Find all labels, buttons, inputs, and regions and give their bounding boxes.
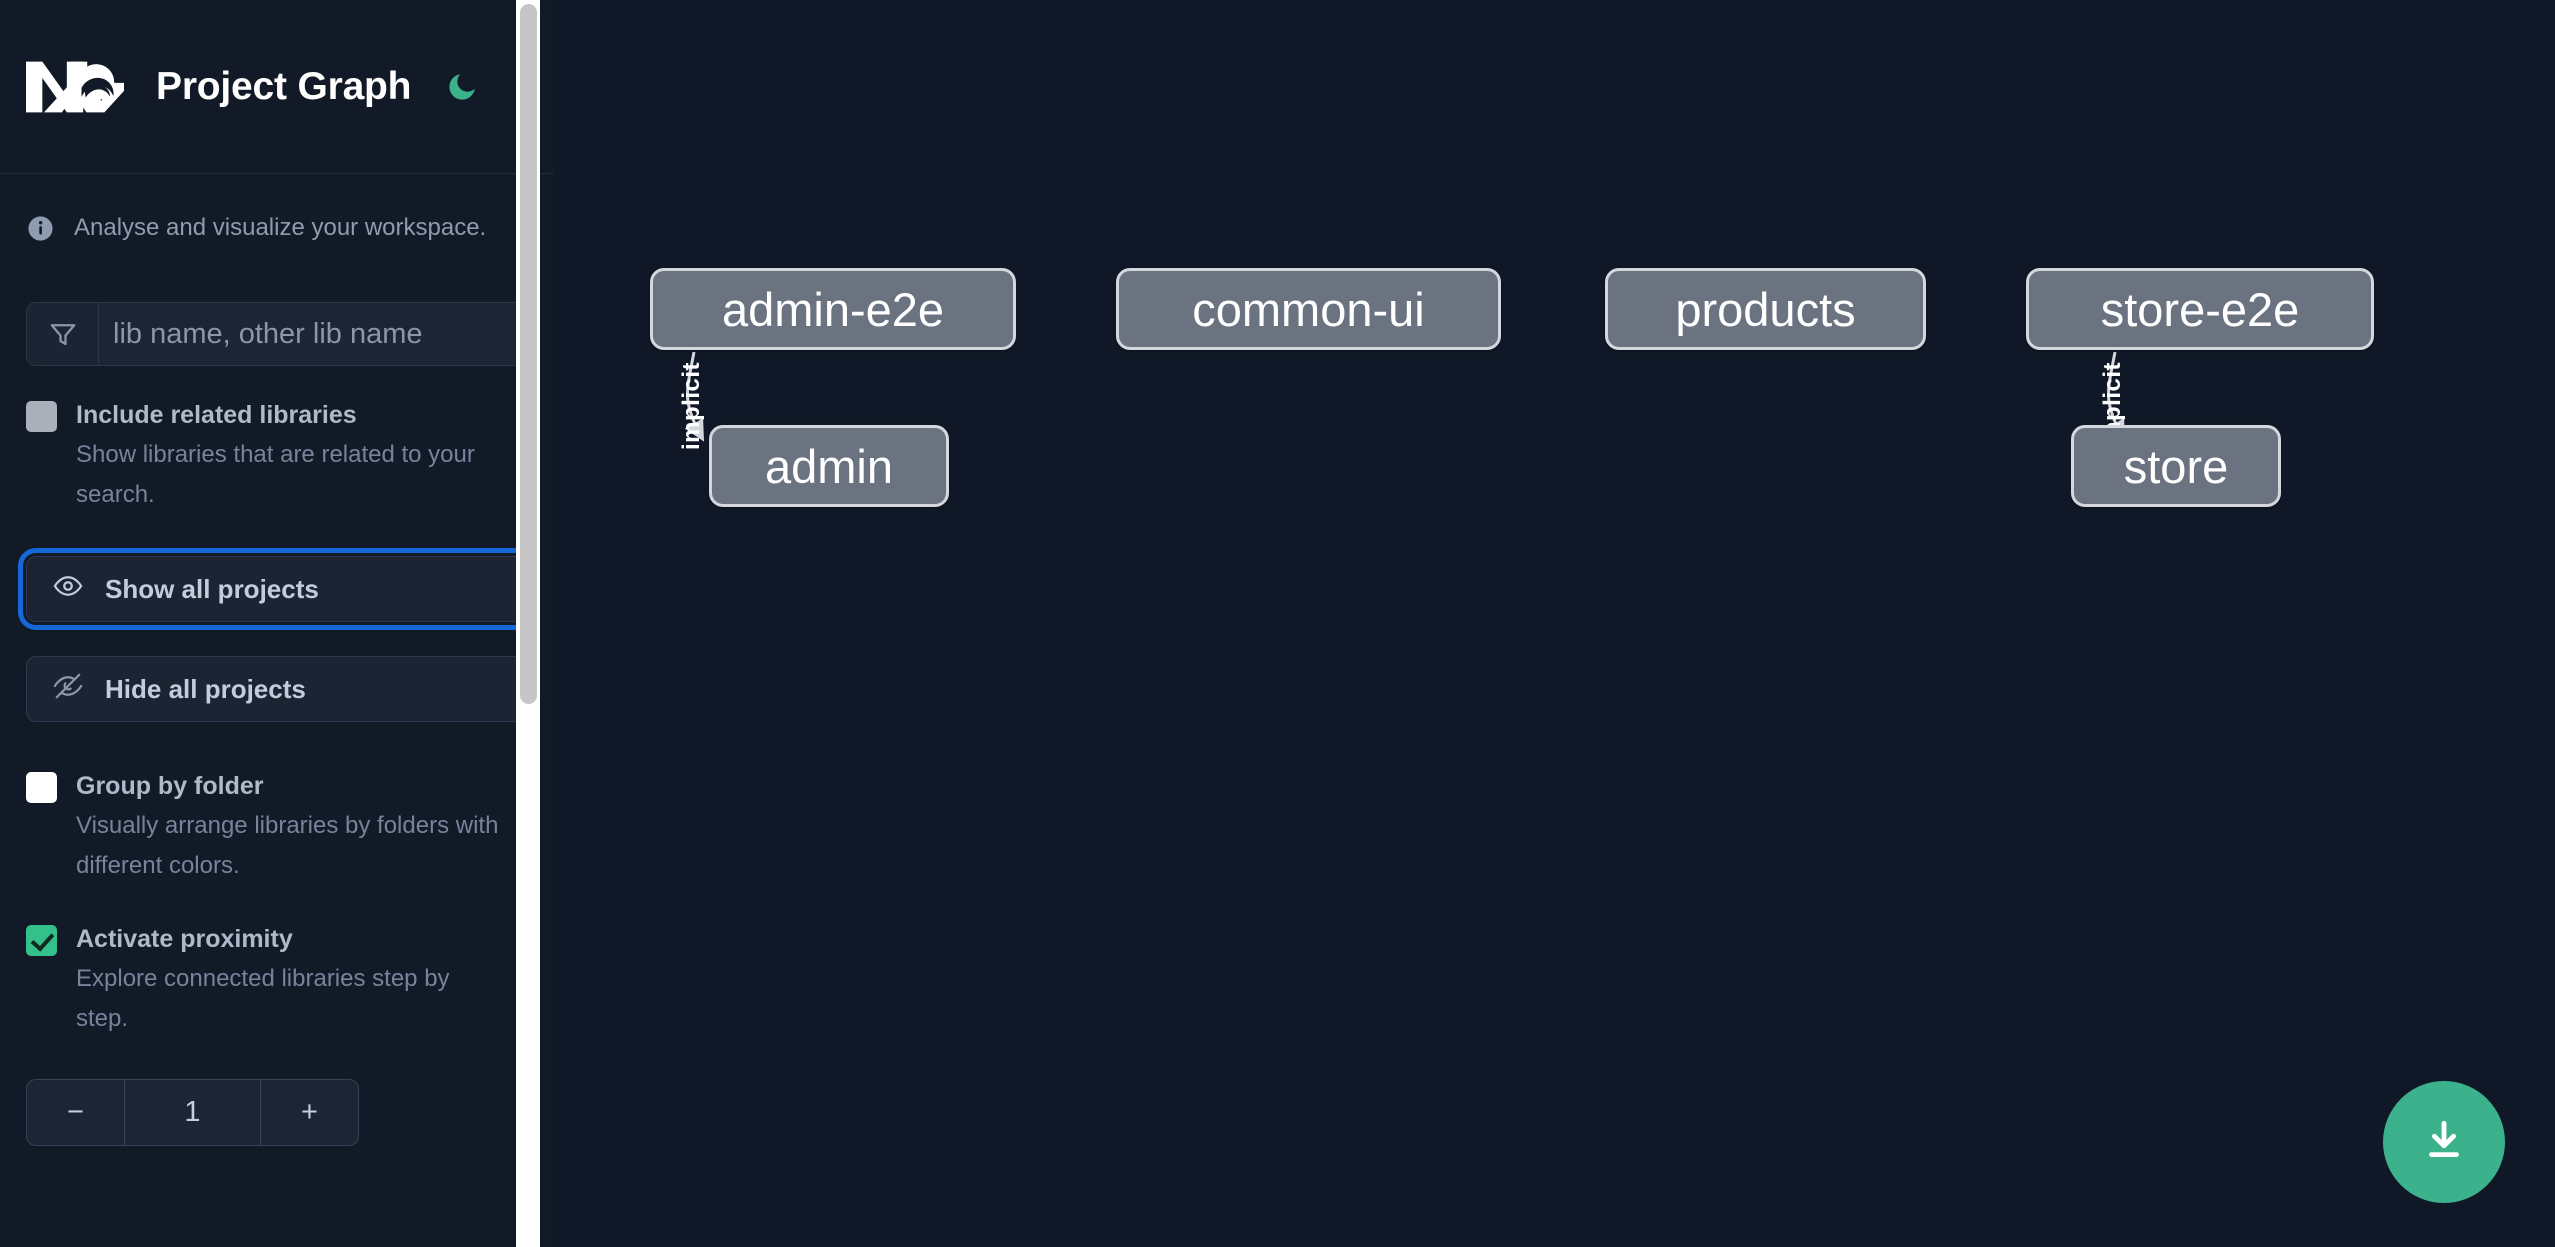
group-by-folder-label: Group by folder xyxy=(76,772,264,800)
activate-proximity-label: Activate proximity xyxy=(76,925,293,953)
show-all-projects-button[interactable]: Show all projects xyxy=(18,548,536,630)
proximity-decrement-button[interactable]: − xyxy=(27,1080,125,1145)
graph-node-store-e2e[interactable]: store-e2e xyxy=(2026,268,2374,350)
graph-node-admin[interactable]: admin xyxy=(709,425,949,507)
graph-node-store[interactable]: store xyxy=(2071,425,2281,507)
proximity-value: 1 xyxy=(184,1096,201,1128)
include-related-libraries-checkbox[interactable] xyxy=(26,401,57,432)
search-section xyxy=(0,302,554,366)
include-related-libraries-label: Include related libraries xyxy=(76,401,357,429)
proximity-increment-button[interactable]: + xyxy=(260,1080,358,1145)
sidebar-scrollbar-thumb[interactable] xyxy=(520,4,537,704)
eye-off-icon xyxy=(53,671,83,708)
filter-funnel-icon xyxy=(27,303,99,365)
tagline-text: Analyse and visualize your workspace. xyxy=(74,214,487,241)
activate-proximity-description: Explore connected libraries step by step… xyxy=(76,965,450,1032)
info-icon xyxy=(26,214,55,243)
download-button[interactable] xyxy=(2383,1081,2505,1203)
option-include-related-libraries[interactable]: Include related libraries Show libraries… xyxy=(0,395,554,515)
moon-icon[interactable] xyxy=(443,68,481,106)
proximity-stepper-section: − 1 + xyxy=(0,1079,554,1146)
hide-all-projects-button[interactable]: Hide all projects xyxy=(26,656,528,722)
activate-proximity-checkbox[interactable] xyxy=(26,925,57,956)
eye-icon xyxy=(53,571,83,608)
sidebar-body: Analyse and visualize your workspace. xyxy=(0,174,554,1146)
include-related-libraries-description: Show libraries that are related to your … xyxy=(76,441,475,508)
graph-node-products[interactable]: products xyxy=(1605,268,1926,350)
graph-node-common-ui[interactable]: common-ui xyxy=(1116,268,1501,350)
hide-all-projects-label: Hide all projects xyxy=(105,673,306,704)
proximity-stepper: − 1 + xyxy=(26,1079,359,1146)
nx-logo-icon xyxy=(26,55,132,119)
graph-edges xyxy=(684,351,2126,442)
graph-node-admin-e2e[interactable]: admin-e2e xyxy=(650,268,1016,350)
project-graph-canvas[interactable]: implicit implicit admin-e2e common-ui pr… xyxy=(554,0,2555,1247)
download-icon xyxy=(2419,1115,2469,1170)
show-all-projects-label: Show all projects xyxy=(105,573,319,604)
option-activate-proximity[interactable]: Activate proximity Explore connected lib… xyxy=(0,919,554,1039)
sidebar: Project Graph Analyse and visualize your… xyxy=(0,0,554,1247)
edge-label-admin-e2e-admin: implicit xyxy=(678,362,705,451)
group-by-folder-description: Visually arrange libraries by folders wi… xyxy=(76,812,499,879)
search-input[interactable] xyxy=(99,303,527,365)
sidebar-header: Project Graph xyxy=(0,0,554,174)
option-group-by-folder[interactable]: Group by folder Visually arrange librari… xyxy=(0,766,554,886)
visibility-buttons: Show all projects Hide all projects xyxy=(0,548,554,722)
search-box[interactable] xyxy=(26,302,528,366)
app-title: Project Graph xyxy=(156,64,412,108)
tagline: Analyse and visualize your workspace. xyxy=(0,174,554,282)
group-by-folder-checkbox[interactable] xyxy=(26,772,57,803)
